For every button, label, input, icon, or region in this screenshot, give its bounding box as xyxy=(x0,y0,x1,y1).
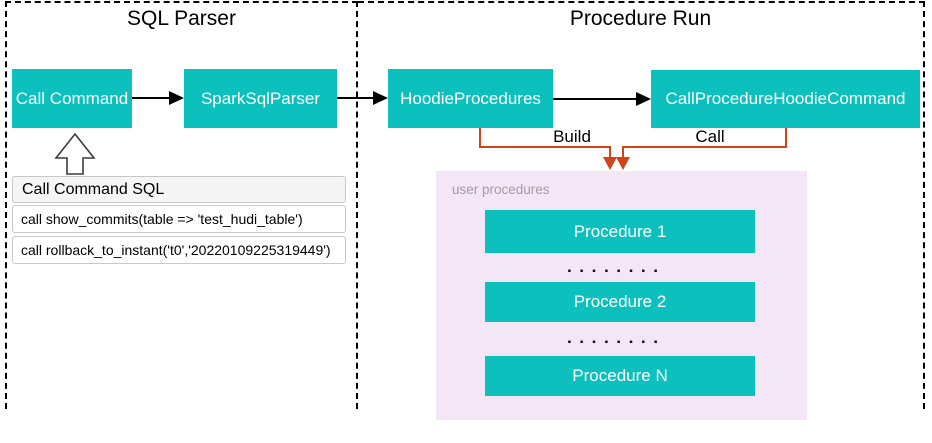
region-procedure-run: Procedure Run xyxy=(358,1,925,409)
edge-label-build: Build xyxy=(553,127,591,146)
region-title-sql-parser: SQL Parser xyxy=(127,7,236,30)
sql-statement: call show_commits(table => 'test_hudi_ta… xyxy=(12,205,346,233)
sql-statement: call rollback_to_instant('t0','202201092… xyxy=(12,236,346,264)
node-procedure-2: Procedure 2 xyxy=(485,282,755,322)
ellipsis-dots: ▪ ▪ ▪ ▪ ▪ ▪ ▪ ▪ xyxy=(567,336,661,348)
node-call-command: Call Command xyxy=(12,69,132,128)
edge-label-call: Call xyxy=(695,127,725,146)
sql-panel-header: Call Command SQL xyxy=(12,176,346,203)
user-procedures-container: user procedures Procedure 1 ▪ ▪ ▪ ▪ ▪ ▪ … xyxy=(436,171,807,420)
node-spark-sql-parser: SparkSqlParser xyxy=(184,69,337,128)
node-procedure-1: Procedure 1 xyxy=(485,210,755,253)
node-hoodie-procedures: HoodieProcedures xyxy=(388,69,553,128)
ellipsis-dots: ▪ ▪ ▪ ▪ ▪ ▪ ▪ ▪ xyxy=(567,265,661,277)
region-sql-parser: SQL Parser xyxy=(5,1,358,409)
region-title-procedure-run: Procedure Run xyxy=(569,7,712,30)
node-call-procedure-hoodie-command: CallProcedureHoodieCommand xyxy=(651,70,920,128)
node-procedure-n: Procedure N xyxy=(485,356,755,396)
user-procedures-label: user procedures xyxy=(452,182,550,197)
